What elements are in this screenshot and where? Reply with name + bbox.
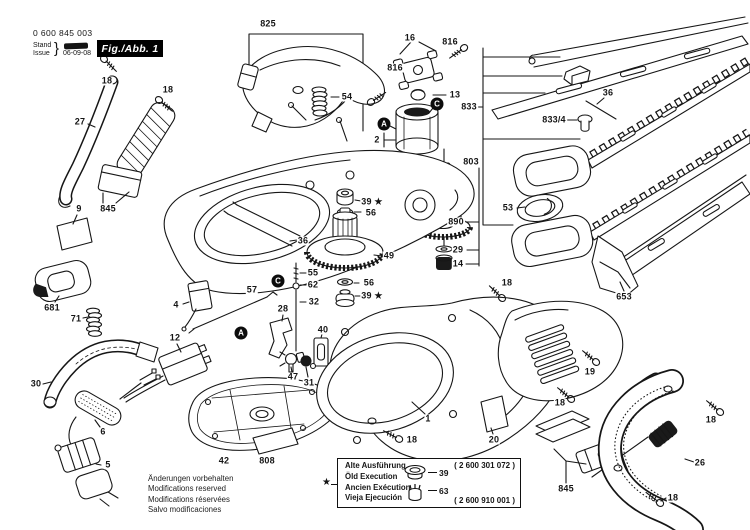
plug-insert-icon: [408, 484, 422, 502]
part-callout-12: 12: [168, 332, 182, 343]
part-callout-29: 29: [451, 244, 465, 255]
legend-star: ★: [322, 477, 331, 488]
tie-rods-drawing: [223, 201, 301, 247]
spring-54-drawing: [311, 86, 328, 117]
part-callout-30: 30: [29, 378, 43, 389]
issue-date: 06-09-08: [63, 50, 92, 57]
notice-line: Modifications réservées: [148, 494, 230, 504]
legend-old-part-number-bottom: ( 2 600 910 001 ): [454, 496, 515, 505]
stand-label: Stand: [33, 42, 52, 49]
notice-line: Änderungen vorbehalten: [148, 474, 234, 483]
legend-old-part-number-top: ( 2 600 301 072 ): [454, 461, 515, 470]
upper-housing-drawing: [163, 149, 475, 295]
part-callout-36: 36: [296, 235, 310, 246]
variant-marker-A: A: [234, 326, 248, 340]
rear-grip-drawing: [535, 369, 704, 530]
part-callout-18: 18: [500, 277, 514, 288]
issue-label: Issue: [33, 50, 50, 57]
top-cover-drawing: [237, 33, 385, 142]
pin-rod-drawing: [292, 262, 300, 352]
part-callout-39: 39 ★: [360, 290, 384, 301]
gear-assembly-drawing: [304, 188, 386, 308]
part-callout-42: 42: [217, 455, 231, 466]
variant-marker-A: A: [377, 117, 391, 131]
blade-set-drawing: [476, 16, 750, 297]
variant-marker-C: C: [430, 97, 444, 111]
part-callout-803: 803: [462, 156, 480, 167]
strikethrough-scribble: [63, 42, 89, 50]
document-part-number: 0 600 845 003: [33, 28, 93, 38]
part-callout-833-4: 833/4: [541, 114, 567, 125]
part-callout-653: 653: [615, 291, 633, 302]
part-callout-18: 18: [161, 84, 175, 95]
part-callout-56: 56: [364, 207, 378, 218]
part-callout-825: 825: [259, 18, 277, 29]
part-callout-39: 39 ★: [360, 196, 384, 207]
part-callout-32: 32: [307, 296, 321, 307]
part-callout-55: 55: [306, 267, 320, 278]
legend-row: Vieja Ejecución: [345, 493, 403, 503]
notice-line: Salvo modificaciones: [148, 504, 222, 514]
leader-lines: [42, 94, 695, 502]
part-callout-681: 681: [43, 302, 61, 313]
stand-issue-brace: }: [54, 40, 60, 57]
part-callout-816: 816: [386, 62, 404, 73]
part-callout-31: 31: [302, 377, 316, 388]
part-callout-47: 47: [286, 371, 300, 382]
part-callout-27: 27: [73, 116, 87, 127]
left-parts-drawing: [33, 75, 176, 507]
part-callout-26: 26: [693, 457, 707, 468]
variant-marker-C: C: [271, 274, 285, 288]
legend-dash-bottom: [428, 490, 437, 491]
part-callout-808: 808: [258, 455, 276, 466]
part-callout-71: 71: [69, 313, 83, 324]
bearing-cap-icon: [404, 464, 426, 480]
part-callout-18: 18: [704, 414, 718, 425]
base-plate-drawing: [188, 377, 338, 455]
legend-star-line: [331, 484, 338, 485]
part-callout-2: 2: [373, 134, 381, 145]
part-callout-53: 53: [501, 202, 515, 213]
legend-row: Öld Execution: [345, 471, 398, 481]
part-callout-28: 28: [276, 303, 290, 314]
part-callout-890: 890: [447, 216, 465, 227]
part-callout-16: 16: [403, 32, 417, 43]
part-callout-62: 62: [306, 279, 320, 290]
legend-ref-bottom: 63: [439, 486, 449, 496]
part-callout-49: 49: [382, 250, 396, 261]
part-callout-6: 6: [99, 426, 107, 437]
part-callout-833: 833: [460, 101, 478, 112]
part-callout-13: 13: [448, 89, 462, 100]
part-callout-816: 816: [441, 36, 459, 47]
part-callout-56: 56: [362, 277, 376, 288]
part-callout-18: 18: [100, 75, 114, 86]
part-callout-57: 57: [245, 284, 259, 295]
part-callout-20: 20: [487, 434, 501, 445]
legend-ref-top: 39: [439, 468, 449, 478]
part-callout-14: 14: [451, 258, 465, 269]
legend-row: Alte Ausführung: [345, 461, 406, 470]
part-callout-19: 19: [583, 366, 597, 377]
legend-row: Ancien Exécution: [345, 482, 411, 492]
part-callout-40: 40: [316, 324, 330, 335]
part-callout-5: 5: [104, 459, 112, 470]
part-callout-54: 54: [340, 91, 354, 102]
part-callout-1: 1: [424, 413, 432, 424]
part-callout-9: 9: [75, 203, 83, 214]
notice-line: Modifications reserved: [148, 484, 227, 494]
part-callout-845: 845: [99, 203, 117, 214]
part-callout-4: 4: [172, 299, 180, 310]
part-callout-18: 18: [553, 397, 567, 408]
legend-dash-top: [428, 472, 437, 473]
part-callout-36: 36: [601, 87, 615, 98]
part-callout-845: 845: [557, 483, 575, 494]
part-callout-18: 18: [405, 434, 419, 445]
part-callout-18: 18: [666, 492, 680, 503]
figure-badge: Fig./Abb. 1: [97, 40, 163, 57]
linkage-parts-drawing: [123, 280, 329, 403]
